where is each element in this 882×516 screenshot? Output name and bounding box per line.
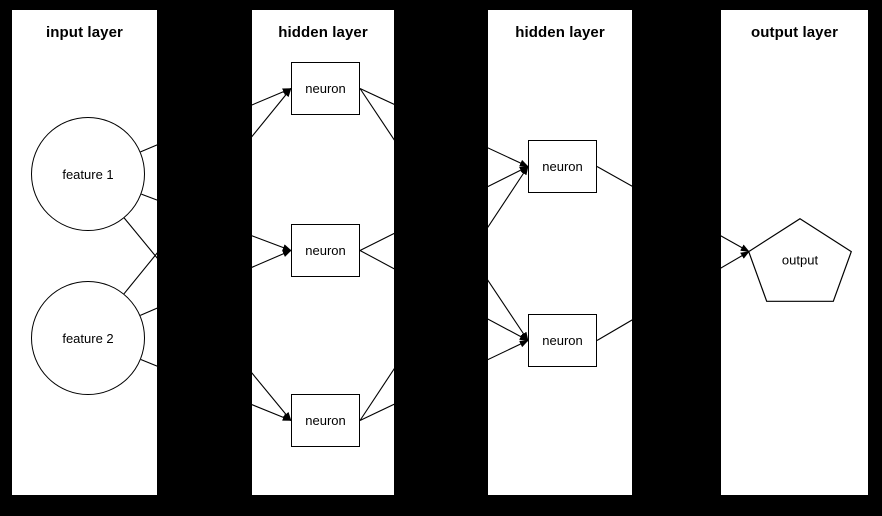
node-label: neuron <box>542 159 583 174</box>
node-label: neuron <box>305 81 346 96</box>
layer-panel-hidden2: hidden layer <box>488 10 632 495</box>
layer-title-input: input layer <box>46 24 123 41</box>
layer-title-output: output layer <box>750 24 839 41</box>
node-label: neuron <box>542 333 583 348</box>
node-label: neuron <box>305 413 346 428</box>
node-h1a[interactable]: neuron <box>291 62 360 115</box>
layer-title-hidden2: hidden layer <box>515 24 605 41</box>
node-f2[interactable]: feature 2 <box>31 281 145 395</box>
layer-panel-input: input layer <box>12 10 157 495</box>
node-label: feature 2 <box>62 330 114 346</box>
node-h2b[interactable]: neuron <box>528 314 597 367</box>
node-label: feature 1 <box>62 166 114 182</box>
node-f1[interactable]: feature 1 <box>31 117 145 231</box>
node-h2a[interactable]: neuron <box>528 140 597 193</box>
node-label: output <box>781 252 819 268</box>
layer-title-hidden1: hidden layer <box>278 24 368 41</box>
node-label: neuron <box>305 243 346 258</box>
pentagon-shape <box>747 217 853 302</box>
node-out[interactable]: output <box>747 217 853 302</box>
node-h1b[interactable]: neuron <box>291 224 360 277</box>
node-h1c[interactable]: neuron <box>291 394 360 447</box>
